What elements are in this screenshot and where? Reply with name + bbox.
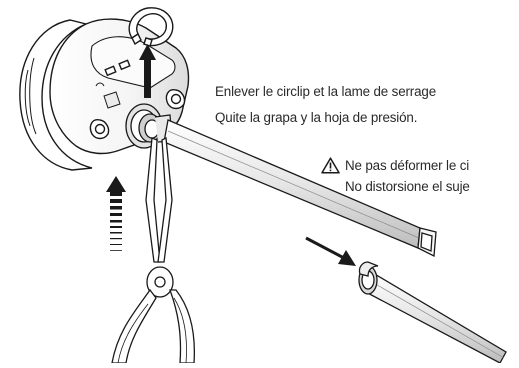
warning-text-spanish: No distorsione el suje (345, 179, 470, 194)
warning-text-french: Ne pas déformer le ci (345, 158, 470, 173)
warning-triangle-icon (321, 157, 340, 174)
extraction-arrow (305, 236, 356, 266)
removed-sleeve (358, 261, 507, 364)
pliers (111, 136, 196, 364)
remove-instruction-spanish: Quite la grapa y la hoja de presión. (215, 110, 418, 125)
remove-instruction-french: Enlever le circlip et la lame de serrage (215, 84, 437, 99)
stem-collar (125, 103, 173, 149)
remove-direction-arrow (139, 44, 156, 98)
pliers-motion-arrow (106, 176, 126, 251)
circlip (128, 7, 174, 47)
spindle-rod (163, 119, 437, 258)
